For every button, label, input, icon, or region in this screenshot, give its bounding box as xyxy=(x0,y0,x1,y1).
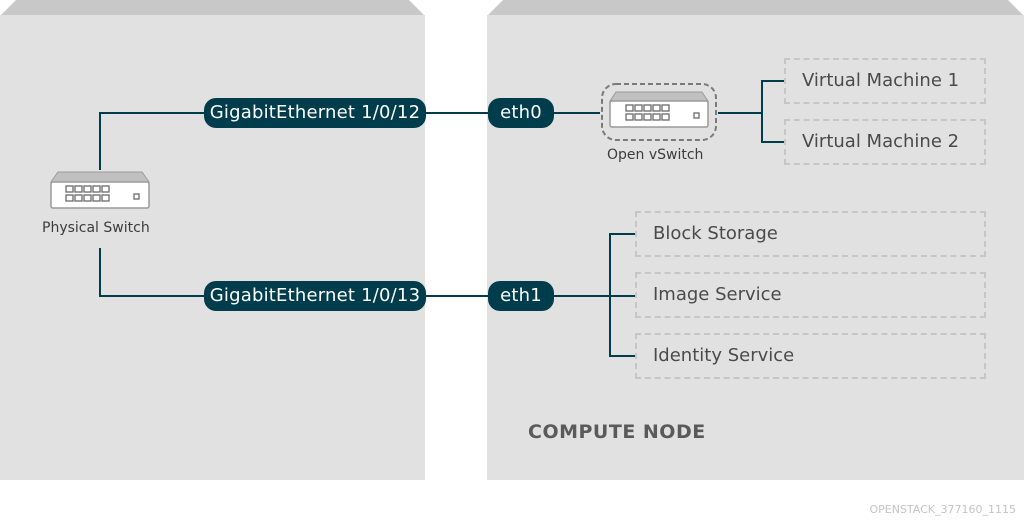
service-image: Image Service xyxy=(635,272,986,318)
nic-eth1: eth1 xyxy=(488,281,554,311)
service-block-storage: Block Storage xyxy=(635,211,986,257)
virtual-machine-1: Virtual Machine 1 xyxy=(784,58,986,104)
switch-icon xyxy=(601,83,717,141)
open-vswitch xyxy=(600,82,718,147)
compute-node-title: COMPUTE NODE xyxy=(528,421,706,443)
switch-icon xyxy=(50,171,150,209)
panel-left-top xyxy=(0,0,425,16)
link-switch-to-port-12 xyxy=(99,112,205,170)
link-vm-bracket xyxy=(761,80,784,143)
service-identity: Identity Service xyxy=(635,333,986,379)
link-switch-to-port-13 xyxy=(99,248,205,297)
port-gigabitethernet-13: GigabitEthernet 1/0/13 xyxy=(204,281,426,311)
nic-eth0: eth0 xyxy=(488,98,554,128)
port-gigabitethernet-12: GigabitEthernet 1/0/12 xyxy=(204,98,426,128)
virtual-machine-2: Virtual Machine 2 xyxy=(784,119,986,165)
compute-node-panel xyxy=(487,15,1024,480)
physical-switch-label: Physical Switch xyxy=(42,220,150,236)
panel-right-top xyxy=(487,0,1024,16)
figure-code: OPENSTACK_377160_1115 xyxy=(869,503,1016,516)
physical-switch xyxy=(50,170,150,215)
physical-network-panel xyxy=(0,15,425,480)
open-vswitch-label: Open vSwitch xyxy=(607,147,704,163)
